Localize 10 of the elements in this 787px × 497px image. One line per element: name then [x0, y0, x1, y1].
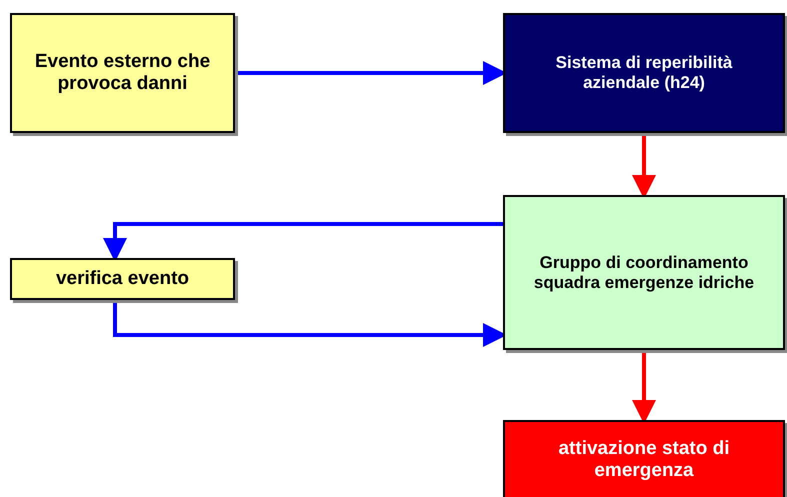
process-box: [10, 13, 235, 133]
process-box: [10, 258, 235, 300]
process-box: [503, 195, 785, 350]
node-label: Sistema di reperibilità aziendale (h24): [554, 53, 734, 93]
node-label: verifica evento: [54, 268, 190, 290]
alert-box: [503, 420, 785, 497]
node-label: Gruppo di coordinamento squadra emergenze idriche: [532, 252, 756, 292]
node-label: Evento esterno che provoca danni: [34, 51, 212, 95]
process-box: [503, 13, 785, 133]
node-label: attivazione stato di emergenza: [557, 438, 731, 482]
